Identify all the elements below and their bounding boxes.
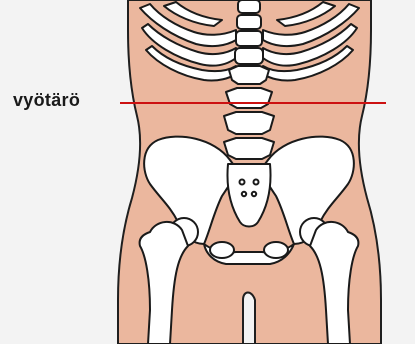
vertebra	[237, 15, 261, 29]
vertebra	[229, 66, 269, 84]
vertebra	[224, 138, 274, 159]
vertebra	[235, 48, 263, 64]
sacral-foramen	[240, 180, 245, 185]
leg-gap	[243, 293, 255, 344]
obturator-foramen-right	[264, 242, 288, 258]
vertebra	[226, 88, 272, 108]
obturator-foramen-left	[210, 242, 234, 258]
vertebra	[224, 112, 274, 134]
sacral-foramen	[252, 192, 256, 196]
vertebra	[238, 0, 260, 13]
sacral-foramen	[242, 192, 246, 196]
waist-label: vyötärö	[13, 91, 80, 109]
vertebra	[236, 31, 262, 46]
sacral-foramen	[254, 180, 259, 185]
